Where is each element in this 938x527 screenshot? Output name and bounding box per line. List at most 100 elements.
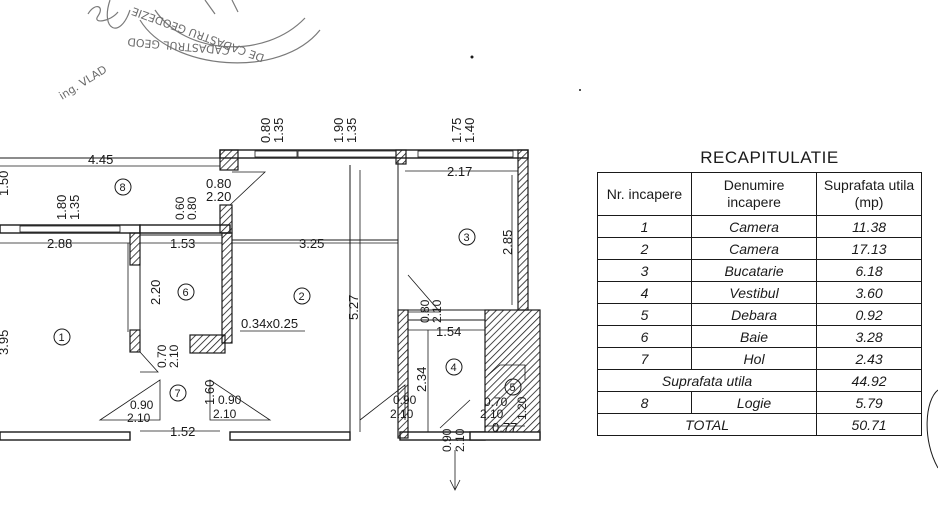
dimension-labels: 0.80 1.35 1.90 1.35 1.75 1.40 4.45 1.50 …	[0, 118, 529, 452]
table-row: 7 Hol 2.43	[597, 347, 922, 370]
dim-logia-door2-b: 2.20	[206, 189, 231, 204]
dim-bath-height: 2.20	[148, 280, 163, 305]
dim-kitchen-height: 2.85	[500, 230, 515, 255]
room-marker-8: 8	[114, 178, 132, 196]
dim-vestibule-width: 1.54	[436, 324, 461, 339]
recap-title: RECAPITULATIE	[700, 148, 839, 167]
outer-walls	[0, 149, 541, 441]
dim-vestibule-height: 2.34	[414, 367, 429, 392]
room-area-cell: 11.38	[816, 215, 922, 238]
room-marker-7: 7	[169, 384, 187, 402]
room-name-cell: Camera	[690, 237, 818, 260]
stamp-engineer-text: ing. VLAD	[57, 63, 110, 103]
dim-kitchen-door-a: 0.80	[418, 299, 432, 323]
dim-top-window-3-a: 1.75	[449, 118, 464, 143]
room-markers: 8 3 6 2 1 4 7 5	[53, 178, 522, 402]
room-name-cell: Logie	[690, 391, 818, 414]
dim-hall-door-left-b: 2.10	[127, 411, 151, 425]
logia-row: 8 Logie 5.79	[597, 391, 922, 414]
room-number-cell: 4	[597, 281, 692, 304]
header-useful-area: Suprafata utila (mp)	[816, 172, 922, 216]
header-room-name: Denumire incapere	[690, 172, 818, 216]
room-name-cell: Baie	[690, 325, 818, 348]
margin-arc	[926, 389, 938, 469]
svg-text:4: 4	[451, 362, 457, 374]
dim-logia-door-b: 0.80	[185, 196, 199, 220]
dim-top-window-3-b: 1.40	[462, 118, 477, 143]
dimension-lines	[0, 165, 525, 491]
dim-storage-width: 0.77	[492, 420, 517, 435]
room-number-cell: 6	[597, 325, 692, 348]
cadastre-stamp: ing. VLAD DE CADASTRU GEODEZIE CADASTRUL…	[57, 0, 321, 103]
room-marker-4: 4	[445, 358, 463, 376]
header-room-number: Nr. incapere	[597, 172, 692, 216]
room-number-cell: 2	[597, 237, 692, 260]
dim-top-window-2-a: 1.90	[331, 118, 346, 143]
dim-storage-door-a: 0.70	[484, 395, 508, 409]
dim-room2-height: 5.27	[346, 295, 361, 320]
room-area-cell: 0.92	[816, 303, 922, 326]
table-row: 1 Camera 11.38	[597, 215, 922, 238]
dim-entry-door-a: 0.90	[440, 428, 454, 452]
room-area-cell: 6.18	[816, 259, 922, 282]
useful-area-row: Suprafata utila 44.92	[596, 369, 922, 392]
dim-entry-door-b: 2.10	[453, 428, 467, 452]
dim-bath-width: 1.53	[170, 236, 195, 251]
dim-logia-win-a: 1.80	[54, 195, 69, 220]
dim-top-window-1-a: 0.80	[258, 118, 273, 143]
total-row: TOTAL 50.71	[596, 413, 922, 436]
dim-logia-door-a: 0.60	[173, 196, 187, 220]
room-area-cell: 3.60	[816, 281, 922, 304]
room-marker-6: 6	[177, 283, 195, 301]
dim-hall-door-right-a: 0.90	[218, 393, 242, 407]
useful-area-label: Suprafata utila	[596, 369, 818, 392]
svg-text:8: 8	[120, 182, 126, 194]
room-name-cell: Hol	[690, 347, 818, 370]
dim-room2-door-a: 0.90	[393, 393, 417, 407]
useful-area-value: 44.92	[816, 369, 922, 392]
svg-text:3: 3	[464, 232, 470, 244]
dim-bath-door-a: 0.70	[155, 344, 169, 368]
dim-top-window-1-b: 1.35	[271, 118, 286, 143]
room-name-cell: Debara	[690, 303, 818, 326]
dim-duct: 0.34x0.25	[241, 316, 298, 331]
dim-room1-height: 3.95	[0, 330, 11, 355]
table-row: 5 Debara 0.92	[597, 303, 922, 326]
svg-text:2: 2	[299, 291, 305, 303]
table-row: 6 Baie 3.28	[597, 325, 922, 348]
dim-logia-length: 4.45	[88, 152, 113, 167]
room-marker-5: 5	[504, 378, 522, 396]
door-swings	[98, 171, 526, 429]
table-row: 4 Vestibul 3.60	[597, 281, 922, 304]
dim-top-window-2-b: 1.35	[344, 118, 359, 143]
dim-room2-width: 3.25	[299, 236, 324, 251]
dim-bath-door-b: 2.10	[167, 344, 181, 368]
dim-logia-door2-a: 0.80	[206, 176, 231, 191]
svg-text:7: 7	[175, 388, 181, 400]
room-marker-1: 1	[53, 328, 71, 346]
room-name-cell: Camera	[690, 215, 818, 238]
room-number-cell: 1	[597, 215, 692, 238]
table-row: 3 Bucatarie 6.18	[597, 259, 922, 282]
dim-hall-height: 1.60	[202, 380, 217, 405]
room-area-cell: 5.79	[816, 391, 922, 414]
room-area-cell: 17.13	[816, 237, 922, 260]
dim-kitchen-width: 2.17	[447, 164, 472, 179]
recapitulation-panel: RECAPITULATIE Nr. incapere Denumire inca…	[596, 148, 922, 436]
svg-text:5: 5	[510, 382, 516, 394]
dim-room1-width: 2.88	[47, 236, 72, 251]
dim-hall-door-right-b: 2.10	[213, 407, 237, 421]
total-value: 50.71	[816, 413, 922, 436]
svg-text:6: 6	[183, 287, 189, 299]
total-label: TOTAL	[596, 413, 818, 436]
dim-logia-win-b: 1.35	[67, 195, 82, 220]
recap-header-row: Nr. incapere Denumire incapere Suprafata…	[597, 172, 922, 216]
dim-hall-width: 1.52	[170, 424, 195, 439]
room-marker-2: 2	[293, 287, 311, 305]
stamp-seal-text: DE CADASTRU GEODEZIE	[130, 4, 266, 64]
dim-kitchen-door-b: 2.10	[430, 299, 444, 323]
room-area-cell: 2.43	[816, 347, 922, 370]
recap-table: Nr. incapere Denumire incapere Suprafata…	[596, 172, 922, 436]
dim-storage-height: 1.20	[515, 396, 529, 420]
